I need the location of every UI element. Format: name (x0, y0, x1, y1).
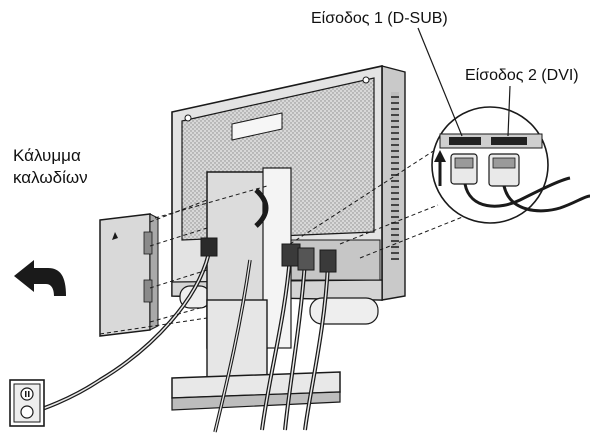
dsub-port (449, 137, 481, 145)
screw-icon (184, 114, 192, 122)
input-2-dvi-label: Είσοδος 2 (DVI) (465, 67, 579, 84)
monitor-side-vents (391, 92, 399, 260)
signal-plug (297, 247, 315, 271)
input-1-dsub-label: Είσοδος 1 (D-SUB) (311, 10, 448, 27)
right-cable-holder (309, 297, 379, 325)
input2-leader (507, 85, 511, 137)
cable-cover-label: Κάλυμμα καλωδίων (13, 145, 88, 189)
cable-cover-arrow-mark (112, 232, 118, 240)
signal-plug (319, 249, 337, 273)
label-leaders (417, 27, 511, 137)
dvi-port (491, 137, 527, 145)
stand-base-edge (171, 391, 341, 411)
remove-arrow-icon (14, 260, 66, 296)
wall-outlet-icon (9, 379, 45, 427)
cable-cover (99, 213, 159, 337)
connector-zoom-inset (431, 106, 591, 224)
stand-hinge (254, 188, 269, 228)
cable-cover-label-line1: Κάλυμμα (13, 146, 81, 165)
cable-cover-panel (99, 213, 151, 337)
monitor-label-plate (231, 112, 283, 141)
screw-icon (362, 76, 370, 84)
signal-plug (281, 243, 301, 267)
input1-leader (417, 27, 463, 137)
power-plug (200, 237, 218, 257)
cable-cover-label-line2: καλωδίων (13, 168, 88, 187)
cables (31, 247, 330, 433)
alignment-lines (99, 185, 268, 335)
cable-cover-edge (149, 213, 159, 331)
zoom-guide-lines (289, 147, 471, 259)
rear-plugs (200, 237, 337, 273)
